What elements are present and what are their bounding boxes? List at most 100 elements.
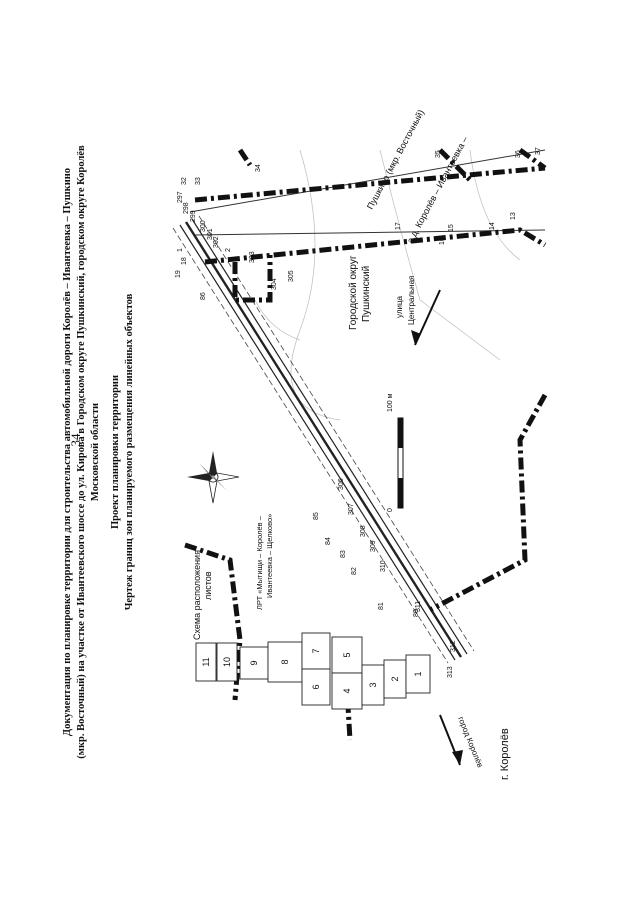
boundary-point-label: 303 bbox=[249, 251, 256, 263]
district-label: Пушкинский bbox=[361, 266, 372, 322]
lrt-label: ЛРТ «Мытищи – Королёв – bbox=[255, 515, 264, 610]
boundary-line bbox=[204, 227, 547, 265]
sheet-number: 11 bbox=[201, 657, 211, 666]
picket-label: 36 bbox=[515, 150, 522, 158]
picket-label: 37 bbox=[535, 147, 542, 155]
boundary-line bbox=[342, 654, 353, 741]
sheet-box-1 bbox=[405, 654, 431, 694]
sheet-number: 1 bbox=[413, 671, 423, 676]
picket-label: 35 bbox=[435, 150, 442, 158]
scale-zero-label: 0 bbox=[387, 508, 394, 512]
boundary-point-label: 310 bbox=[380, 560, 387, 572]
sheet-number: 5 bbox=[342, 652, 352, 657]
picket-label: 81 bbox=[378, 602, 385, 610]
sheet-box-6 bbox=[301, 668, 331, 706]
picket-label: 2 bbox=[225, 248, 232, 252]
scheme-title: Схема расположения листов bbox=[192, 550, 213, 640]
terrain-lines bbox=[254, 149, 521, 421]
zone-boundaries bbox=[184, 147, 548, 741]
road-edge-line bbox=[179, 224, 456, 661]
scheme-title-line: листов bbox=[203, 571, 213, 600]
road-edge-line bbox=[191, 218, 468, 655]
picket-label: 83 bbox=[340, 550, 347, 558]
road-label: Пушкино (мкр. Восточный) bbox=[365, 108, 426, 211]
boundary-line bbox=[194, 165, 546, 203]
boundary-point-label: 304 bbox=[271, 278, 278, 290]
sheet-scheme bbox=[195, 632, 431, 710]
boundary-point-label: 300 bbox=[200, 220, 207, 232]
picket-label: 18 bbox=[181, 257, 188, 265]
sheet-box-4 bbox=[331, 672, 363, 710]
sheet-number: 6 bbox=[311, 684, 321, 689]
picket-label: 13 bbox=[510, 212, 517, 220]
scale-max-label: 100 м bbox=[387, 393, 394, 412]
picket-label: 33 bbox=[195, 177, 202, 185]
boundary-point-label: 313 bbox=[447, 666, 454, 678]
street-label: Центральная bbox=[407, 276, 416, 325]
sheet-number: 9 bbox=[249, 660, 259, 665]
picket-label: 19 bbox=[175, 270, 182, 278]
sheet-number: 7 bbox=[311, 648, 321, 653]
boundary-point-labels: 2972982993003013023033043053063073083093… bbox=[177, 191, 457, 678]
boundary-point-label: 305 bbox=[288, 270, 295, 282]
north-arrow-icon bbox=[187, 451, 240, 504]
boundary-point-label: 302 bbox=[213, 236, 220, 248]
boundary-line bbox=[184, 542, 243, 701]
boundary-line bbox=[232, 255, 273, 303]
road-branch-line bbox=[189, 149, 546, 213]
sheet-numbers: 11 10 9 8 7 6 5 4 3 2 1 bbox=[201, 648, 423, 693]
picket-label: 85 bbox=[313, 512, 320, 520]
boundary-point-label: 309 bbox=[370, 540, 377, 552]
picket-label: 86 bbox=[200, 292, 207, 300]
road-boundary-line bbox=[198, 215, 475, 652]
sheet-number: 10 bbox=[222, 657, 232, 667]
sheet-box-7 bbox=[301, 632, 331, 670]
sheet-number: 4 bbox=[342, 688, 352, 693]
boundary-point-label: 306 bbox=[338, 478, 345, 490]
district-label: Городской округ bbox=[348, 255, 359, 330]
boundary-line bbox=[237, 148, 253, 167]
sheet-box-11 bbox=[195, 642, 217, 682]
boundary-point-label: 311 bbox=[415, 601, 422, 612]
boundary-point-label: 297 bbox=[177, 191, 184, 203]
direction-arrow-icon bbox=[411, 289, 441, 346]
sheet-number: 8 bbox=[280, 659, 290, 664]
picket-label: 1 bbox=[177, 248, 184, 252]
picket-label: 15 bbox=[448, 224, 455, 232]
direction-arrow-icon bbox=[439, 714, 463, 766]
boundary-point-label: 298 bbox=[183, 202, 190, 214]
road-corridor bbox=[172, 149, 546, 664]
picket-label: 34 bbox=[255, 164, 262, 172]
boundary-line bbox=[428, 393, 548, 613]
boundary-point-label: 307 bbox=[348, 503, 355, 515]
scheme-title-line: Схема расположения bbox=[192, 550, 202, 640]
boundary-line bbox=[518, 147, 547, 171]
picket-label: 16 bbox=[439, 237, 446, 245]
sheet-number: 2 bbox=[390, 676, 400, 681]
boundary-point-label: 308 bbox=[360, 525, 367, 537]
picket-label: 14 bbox=[489, 222, 496, 230]
picket-label: 84 bbox=[325, 537, 332, 545]
picket-label: 17 bbox=[395, 222, 402, 230]
scale-bar: 0 100 м bbox=[387, 393, 404, 512]
picket-label: 80 bbox=[413, 609, 420, 617]
sheet-box-10 bbox=[216, 642, 238, 682]
boundary-point-label: 301 bbox=[207, 228, 214, 240]
lrt-label: Ивантеевка – Щелково» bbox=[265, 514, 274, 598]
boundary-point-label: 312 bbox=[450, 640, 457, 652]
street-label: улица bbox=[395, 295, 404, 318]
boundary-line bbox=[438, 148, 472, 182]
boundary-point-label: 299 bbox=[190, 210, 197, 222]
sheet-number: 3 bbox=[368, 682, 378, 687]
city-label: г. Королёв bbox=[499, 728, 511, 780]
picket-label: 82 bbox=[351, 567, 358, 575]
road-axis-line bbox=[184, 221, 463, 658]
sheet-box-8 bbox=[267, 641, 303, 683]
sheet-box-5 bbox=[331, 636, 363, 674]
road-boundary-line bbox=[172, 227, 449, 664]
road-branch-line bbox=[194, 229, 546, 236]
picket-label: 32 bbox=[181, 177, 188, 185]
